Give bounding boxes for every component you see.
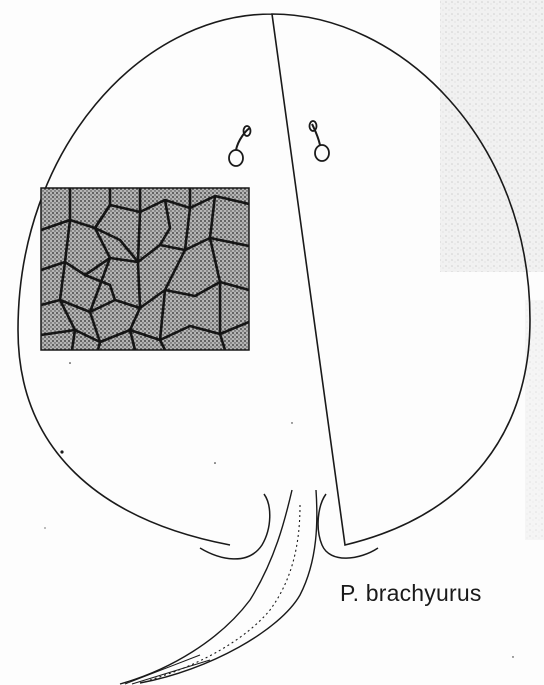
pelvic-fin-left [200,494,270,559]
background-edge-remnant [525,300,544,540]
pelvic-fin-right [318,494,378,558]
background-photo-remnant [440,0,544,272]
tail-tip-lines [125,655,210,684]
eye-right [310,121,330,161]
skin-texture-inset [41,188,249,350]
species-label: P. brachyurus [340,580,482,607]
tail [120,490,317,684]
specks [44,362,513,658]
eye-left [229,126,251,166]
